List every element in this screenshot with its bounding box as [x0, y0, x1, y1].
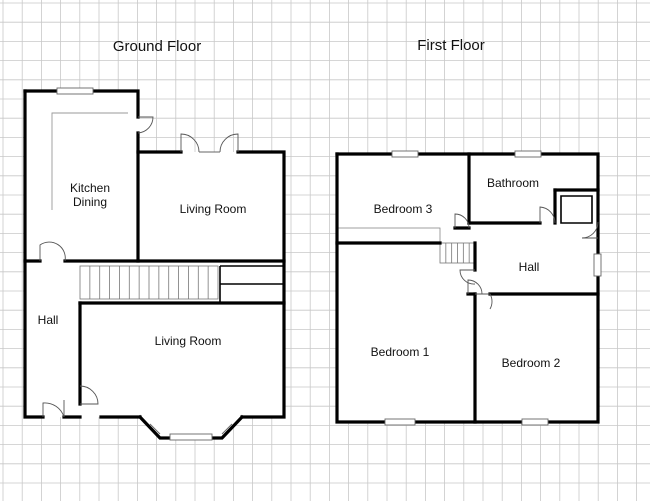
living-door-swing [79, 385, 99, 405]
hall-window [593, 253, 602, 277]
kitchen-label-line2: Dining [73, 195, 107, 209]
bedroom2-door-swing [475, 293, 493, 310]
bay-window-fill [140, 417, 242, 438]
ground-floor-plan [23, 87, 286, 441]
cupboard-inner [560, 195, 593, 224]
stair-treads-upper [445, 243, 470, 263]
kitchen-counter-outline [51, 112, 128, 210]
french-door-left-swing [180, 133, 200, 153]
bathroom-window [514, 150, 542, 158]
understairs-cupboard [219, 265, 284, 303]
landing-bulkhead [336, 227, 441, 244]
bedroom3-window [391, 150, 419, 158]
bedroom1-label: Bedroom 1 [371, 345, 430, 359]
first-floor-top-right-wall [335, 152, 600, 256]
kitchen-window [56, 87, 94, 95]
kitchen-door-swing [39, 241, 66, 262]
french-door-right-swing [219, 133, 239, 153]
kitchen-back-door-swing [137, 116, 154, 134]
first-hall-label: Hall [519, 260, 540, 274]
landing-door-swing [459, 269, 476, 285]
first-floor-plan [335, 150, 602, 426]
hall-label: Hall [38, 313, 59, 327]
ground-floor-title: Ground Floor [113, 38, 201, 55]
first-floor-title: First Floor [417, 37, 485, 54]
cupboard-door-swing [581, 221, 599, 239]
bedroom1-door-swing [467, 279, 483, 295]
ground-left-wall [23, 89, 45, 419]
bathroom-door-swing [539, 206, 556, 224]
bedroom3-door-swing [454, 213, 470, 229]
bedroom3-label: Bedroom 3 [374, 202, 433, 216]
kitchen-label-line1: Kitchen [70, 181, 110, 195]
kitchen-dining-fill [25, 91, 138, 261]
upper-living-room-fill [138, 152, 284, 261]
living-room-lower-label: Living Room [155, 334, 222, 348]
bedroom2-label: Bedroom 2 [502, 356, 561, 370]
bedroom1-window [384, 418, 416, 426]
stair-treads [89, 266, 209, 299]
bay-window-glass [169, 433, 213, 441]
first-floor-stairs [336, 227, 476, 264]
living-room-upper-label: Living Room [180, 202, 247, 216]
bathroom-label: Bathroom [487, 176, 539, 190]
first-floor-outer-wall [335, 152, 600, 424]
front-door-swing [42, 402, 65, 418]
bedroom2-window [521, 418, 549, 426]
ground-floor-stairs [79, 265, 219, 300]
